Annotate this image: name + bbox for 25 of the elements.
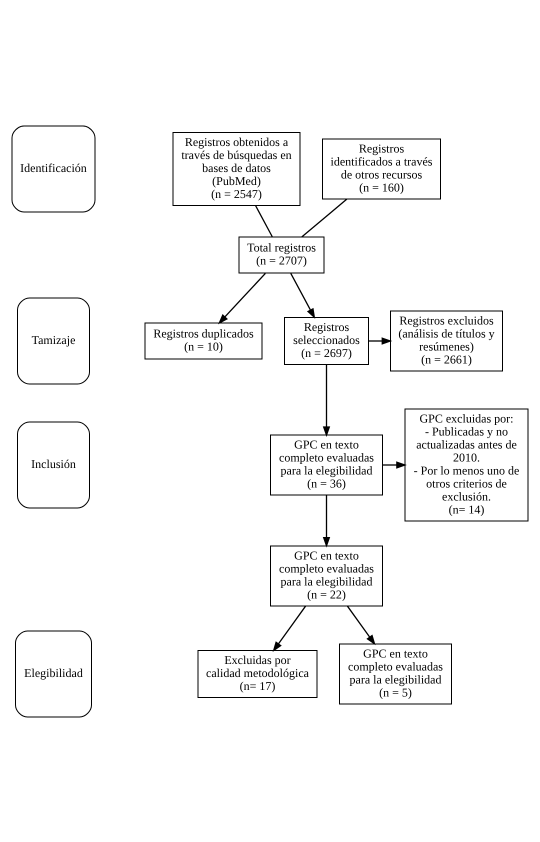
node-box: Registros identificados a través de otros recursos (n = 160): [322, 138, 441, 199]
node-box: GPC en texto completo evaluadas para la elegibilidad (n = 36): [270, 434, 383, 495]
node-box: Identificación: [12, 125, 96, 212]
connector: [255, 204, 273, 236]
node-box: Inclusión: [17, 421, 90, 508]
connector: [301, 198, 348, 237]
node-box: Excluidas por calidad metodológica (n= 17): [198, 650, 318, 698]
node-box: Total registros (n = 2707): [238, 236, 324, 273]
node-box: Registros duplicados (n = 10): [144, 322, 262, 359]
arrow: [322, 364, 330, 436]
node-box: Registros excluidos (análisis de títulos y resúmenes) (n = 2661): [390, 310, 503, 371]
arrow: [322, 494, 330, 548]
node-box: Elegibilidad: [15, 630, 92, 717]
node-box: Tamizaje: [17, 297, 90, 384]
node-box: GPC excluidas por: - Publicadas y no actualizadas antes de 2010. - Por lo menos uno de otros criterios de exclusión. (n= 14): [404, 408, 528, 521]
arrow: [272, 605, 306, 652]
node-box: Registros seleccionados (n = 2697): [284, 316, 369, 364]
arrow: [290, 272, 316, 318]
arrow: [368, 336, 392, 344]
arrow: [218, 272, 266, 324]
node-box: GPC en texto completo evaluadas para la elegibilidad (n = 5): [339, 643, 452, 704]
node-box: Registros obtenidos a través de búsquedas en bases de datos (PubMed) (n = 2547): [172, 132, 300, 206]
node-box: GPC en texto completo evaluadas para la elegibilidad (n = 22): [270, 545, 383, 606]
arrow: [346, 605, 376, 645]
arrow: [382, 460, 407, 468]
